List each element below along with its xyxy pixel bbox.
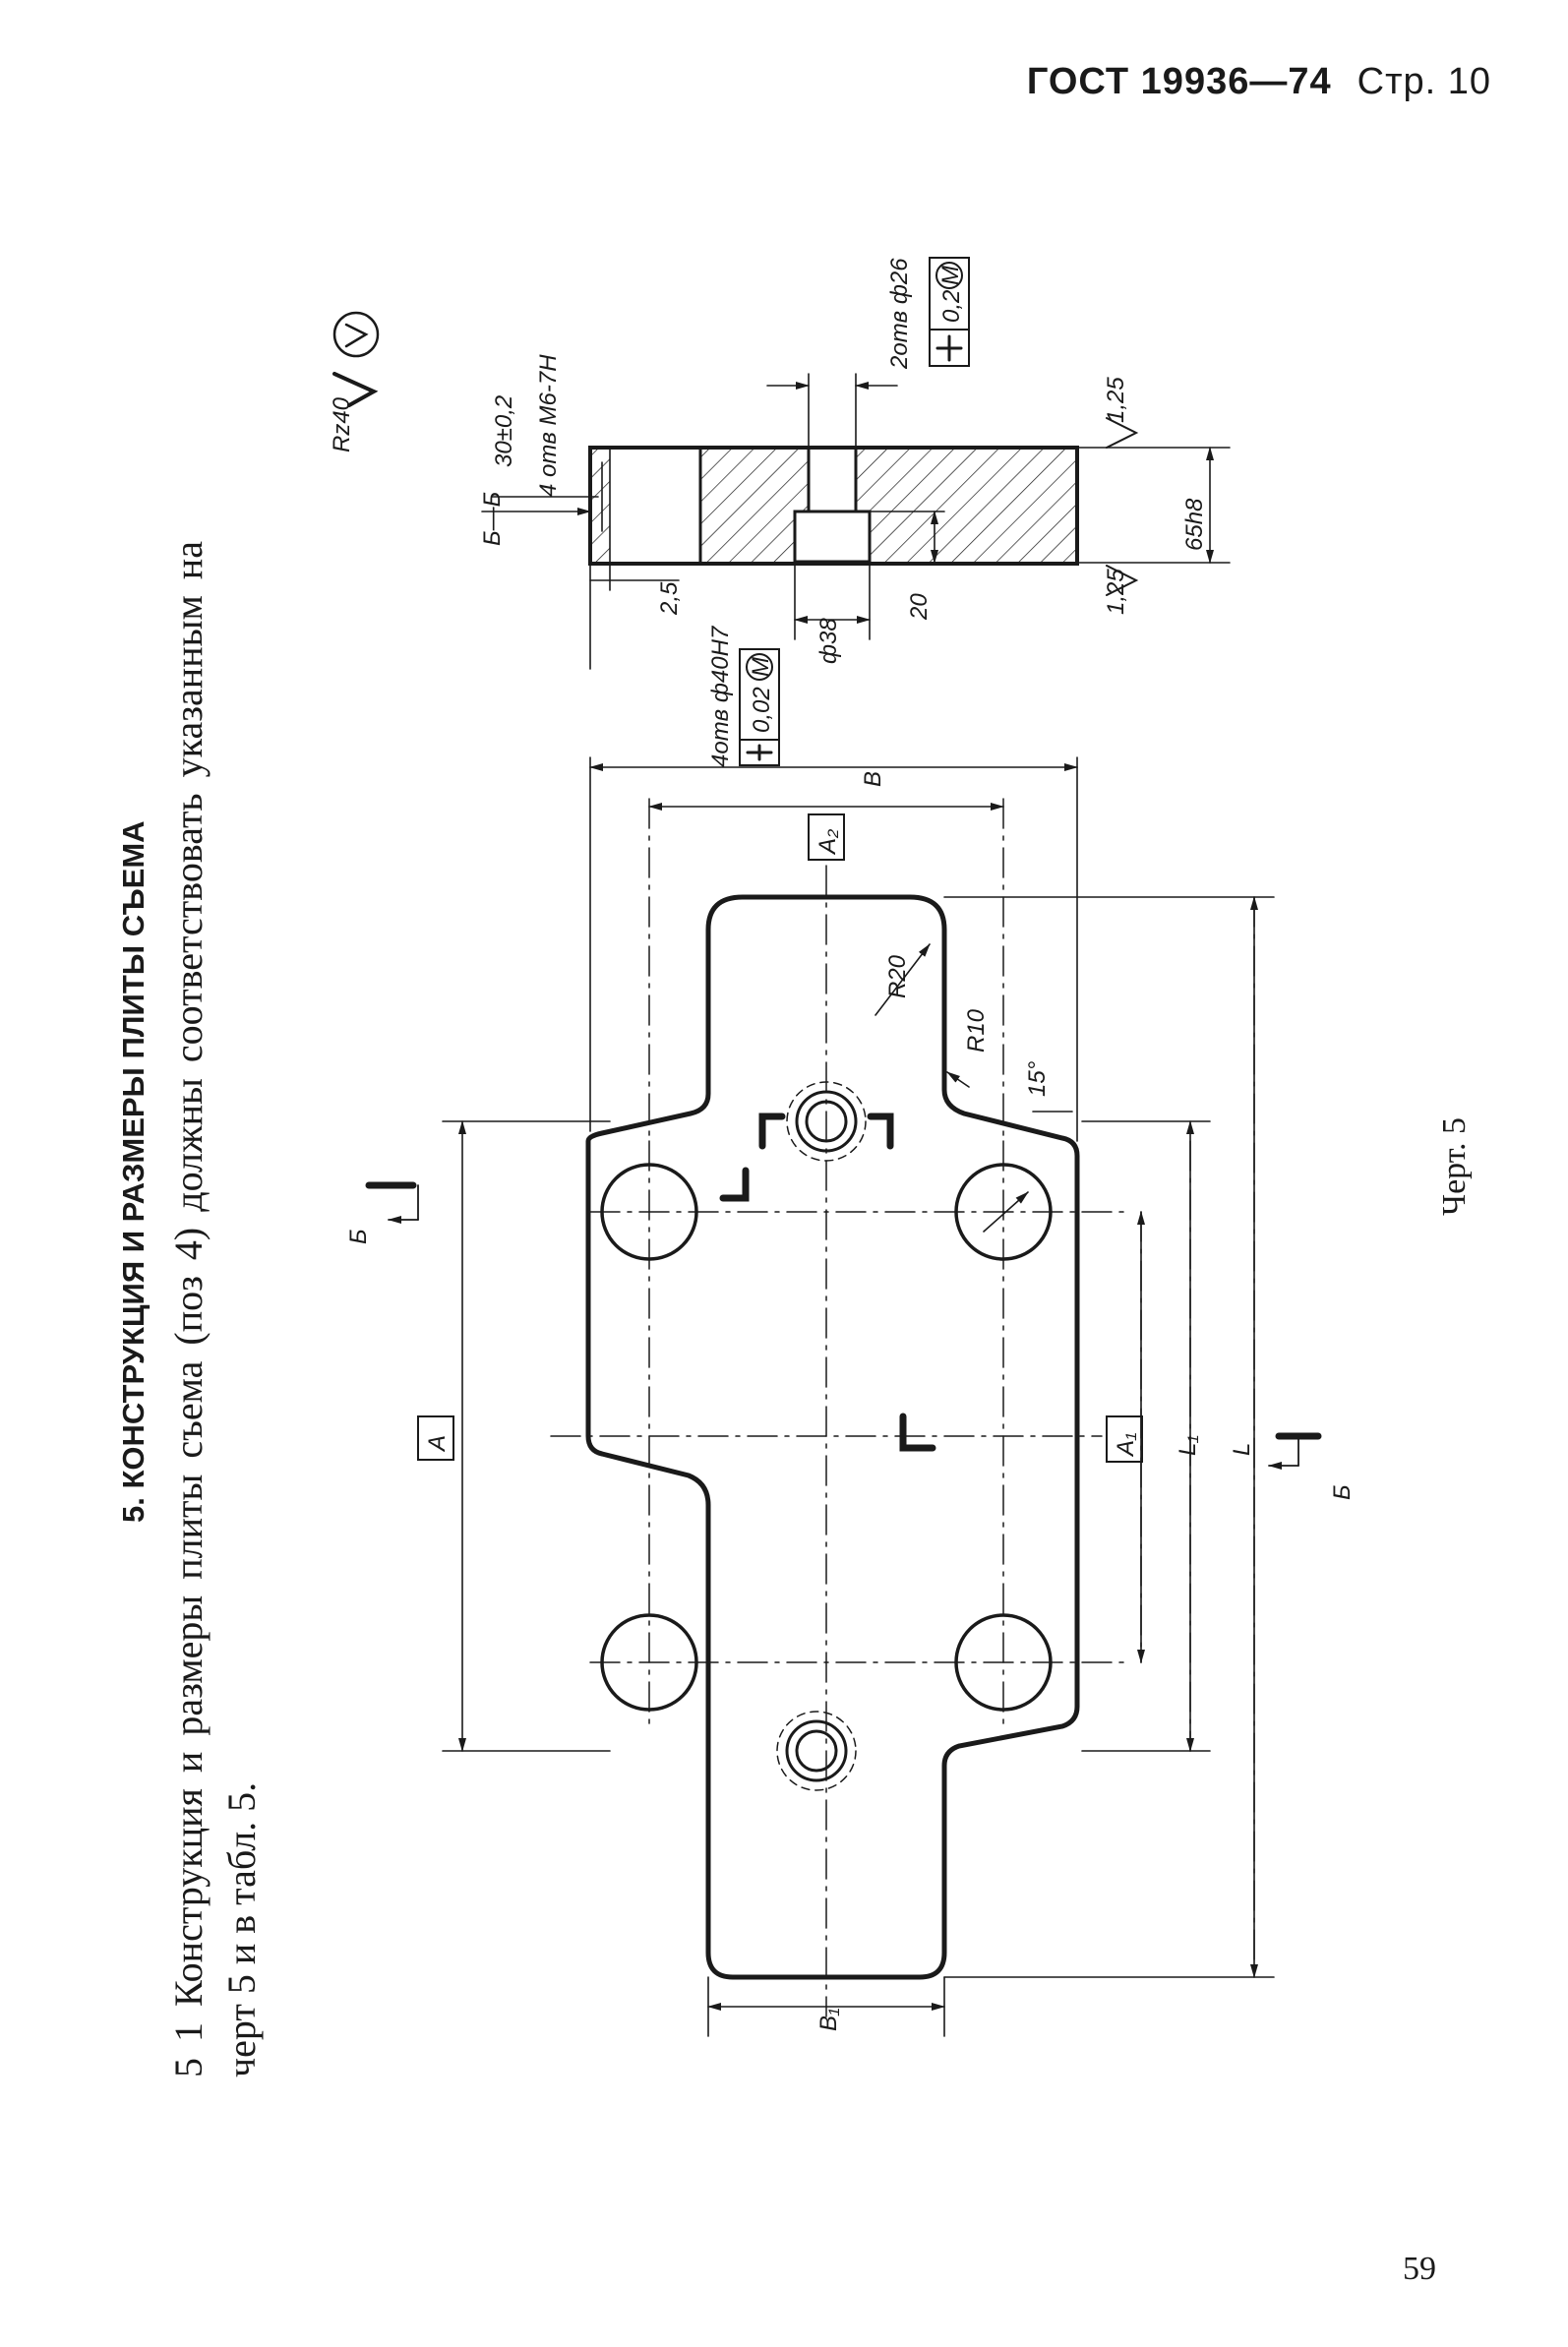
counterbore (793, 510, 872, 564)
cut-mark-top: Б (345, 1229, 372, 1244)
page-label: Стр. 10 (1357, 61, 1491, 102)
datum-a1-box (1106, 1415, 1143, 1463)
dim-phi38: ф38 (815, 618, 842, 664)
section-hatch-right (856, 450, 1075, 562)
svg-text:0,2: 0,2 (938, 290, 965, 323)
page-number: 59 (1403, 2251, 1436, 2287)
svg-text:М: М (937, 266, 964, 285)
datum-a1-label: A₁ (1113, 1432, 1139, 1458)
holes-40-label: 4отв ф40Н7 (707, 625, 734, 767)
dim-l1-label: L₁ (1175, 1435, 1201, 1456)
radius-r10-label: R10 (963, 1008, 990, 1053)
leader-r20 (874, 943, 931, 1016)
datum-a2-box (808, 813, 845, 861)
dim-l-label: L (1229, 1443, 1255, 1456)
angle-15-label: 15° (1024, 1060, 1051, 1097)
dim-b1-label: B₁ (815, 2008, 842, 2031)
datum-a-label: A (424, 1435, 451, 1453)
position-tolerance-frame-002: 0,02 М (739, 648, 780, 766)
plate-outline (585, 894, 1080, 1980)
leader-hole (983, 1191, 1029, 1233)
radius-r20-label: R20 (884, 954, 911, 998)
holes-26-label: 2отв ф26 (886, 258, 913, 370)
roughness-main-mark (332, 372, 379, 407)
section-view: Б—Б 30±0,2 4 отв М6-7Н 2отв ф26 0,2 М 4о… (329, 257, 1231, 767)
roughness-mark-bottom (1106, 565, 1139, 596)
roughness-top: 1,25 (1103, 377, 1129, 423)
leader-r10 (946, 1071, 970, 1088)
holes-m6-label: 4 отв М6-7Н (535, 354, 562, 497)
position-tolerance-frame-02: 0,2 М (929, 257, 970, 367)
cut-mark-bottom: Б (1329, 1484, 1356, 1500)
datum-a-box (417, 1415, 454, 1461)
svg-text:0,02: 0,02 (749, 687, 775, 733)
svg-text:М: М (748, 657, 774, 677)
roughness-mark-top (1106, 417, 1139, 449)
counterbored-hole-2 (785, 1719, 848, 1782)
cutting-plane-marks: Б Б (345, 1181, 1356, 1500)
datum-corner-1 (758, 1113, 786, 1150)
tolerance-30: 30±0,2 (491, 395, 517, 467)
page-header: ГОСТ 19936—74 Стр. 10 (1027, 61, 1491, 103)
dim-20: 20 (906, 593, 933, 621)
plan-dimensions (442, 756, 1275, 2037)
section-hatch-left (700, 450, 809, 562)
section-outline (588, 446, 1079, 566)
datum-corner-2 (899, 1413, 936, 1452)
section-label: Б—Б (479, 492, 506, 546)
dim-b-label: B (860, 771, 886, 787)
roughness-other-circle (332, 311, 380, 358)
standard-number: ГОСТ 19936—74 (1026, 61, 1332, 102)
datum-a2-label: A₂ (814, 829, 841, 856)
dim-65h8: 65h8 (1181, 498, 1208, 551)
dim-2-5: 2,5 (656, 581, 683, 616)
section-hatch-edge (592, 450, 610, 562)
